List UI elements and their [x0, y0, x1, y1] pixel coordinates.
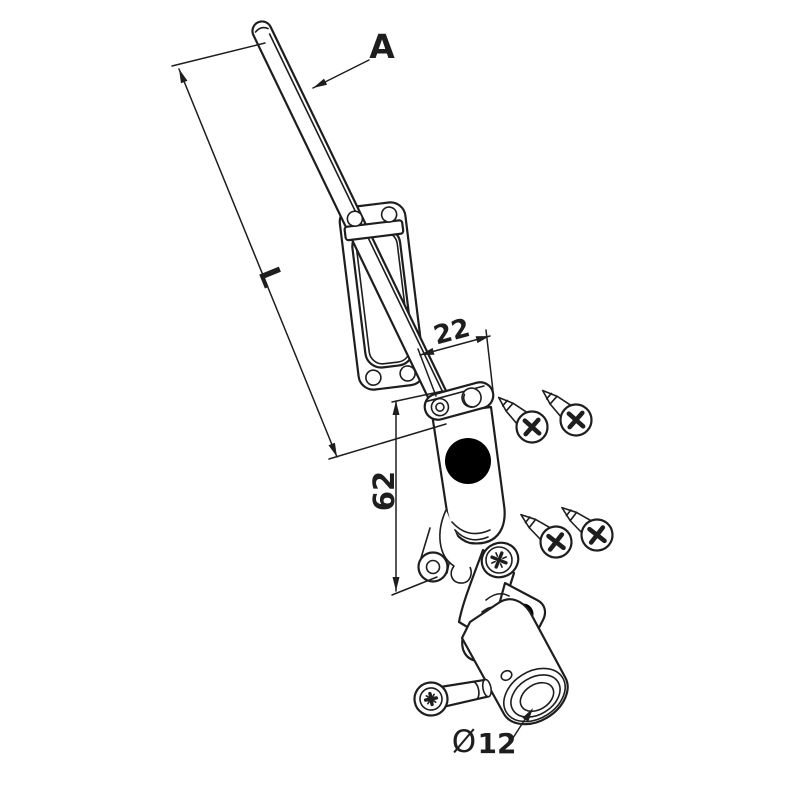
loose-screws [488, 379, 618, 564]
saddle-arc-2 [454, 529, 489, 541]
dim-L-arrow-bottom [328, 442, 337, 457]
callout-A-arrow [313, 78, 328, 88]
callout-diameter-leader [510, 716, 528, 742]
dim-L-ext-top [171, 42, 266, 67]
censor-dot [445, 438, 491, 484]
dim-L-label: L [252, 262, 290, 292]
dim-L-arrow-top [179, 69, 188, 84]
socket-rim-chamfer [510, 674, 561, 718]
plate-hole [365, 369, 382, 386]
socket-bore [519, 681, 555, 713]
saddle-arc-1 [451, 521, 491, 535]
callout-A: A [312, 27, 395, 89]
diameter-symbol: Ø [452, 724, 476, 760]
dim-62-ext-bottom [391, 576, 438, 596]
hub-screw-star-icon [490, 551, 508, 569]
dim-22-ext-left [417, 348, 437, 397]
dim-22-ext-right [485, 329, 494, 392]
callout-diameter-arrow [522, 708, 533, 722]
plate-hole [380, 206, 398, 223]
dim-22-arrow-left [420, 347, 435, 355]
screw-top-left [488, 386, 553, 449]
socket-rim-outer [503, 667, 566, 723]
dimension-L: L [171, 42, 447, 460]
bolt-band [471, 680, 480, 701]
joint-socket [460, 598, 569, 726]
socket-side-hole [500, 669, 513, 682]
dim-62-arrow-bottom [392, 577, 400, 591]
dim-L-line [178, 68, 338, 458]
plate-hole [399, 365, 416, 382]
bolt-end-face [481, 678, 493, 698]
bracket-hole-right-depth [463, 393, 473, 408]
bracket-hole-left-countersink [435, 402, 445, 412]
dim-62-arrow-top [392, 401, 400, 415]
bracket-hole-left [430, 397, 450, 417]
set-bolt [413, 678, 493, 717]
bracket-hook [439, 509, 472, 584]
dim-22-label: 22 [431, 313, 474, 351]
rod-cap-line [254, 26, 269, 33]
diameter-value: 12 [478, 727, 517, 760]
pivot-bracket [417, 381, 506, 584]
bolt-head-inner [419, 687, 443, 711]
universal-joint [457, 541, 569, 726]
dim-22-arrow-right [475, 336, 490, 344]
bracket-lobe-hole [425, 559, 441, 575]
bolt-torx-icon [423, 691, 439, 707]
callout-A-label: A [369, 27, 395, 66]
plate-holes [346, 206, 416, 386]
plate-hole [346, 210, 364, 228]
bracket-hole-right [461, 387, 482, 408]
dim-L-ext-bottom [328, 423, 447, 460]
dim-62-label: 62 [367, 471, 401, 511]
dimension-62: 62 [367, 390, 444, 596]
callout-diameter: Ø 12 [452, 708, 533, 760]
